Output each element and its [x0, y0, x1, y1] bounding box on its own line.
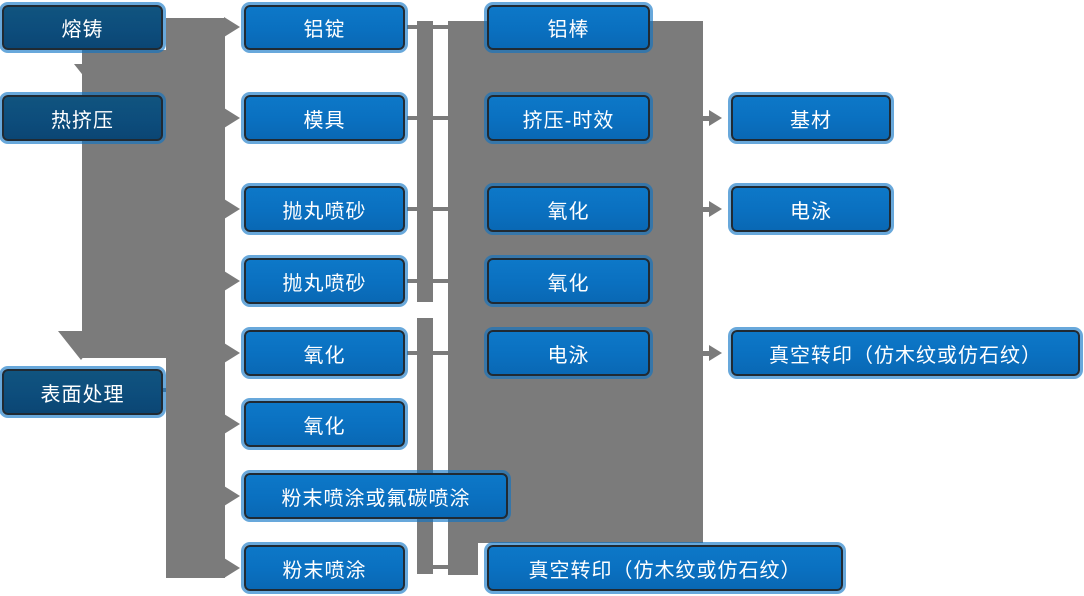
node-mold: 模具 — [244, 95, 405, 141]
col2-collector-top — [417, 21, 433, 302]
arrow-oxidation-to-electrophoresis-head — [709, 201, 722, 217]
collector-stub-row2 — [407, 116, 449, 120]
arrow-to-oxidation-1 — [224, 343, 240, 363]
arrow-to-powder-coating — [224, 558, 240, 578]
collector-stub-row4 — [407, 279, 449, 283]
arrow-electrophoresis-to-vacuum-transfer-head — [709, 345, 722, 361]
node-vacuum-transfer-bottom: 真空转印（仿木纹或仿石纹） — [487, 545, 843, 591]
arrow-electrophoresis-to-vacuum-transfer-shaft — [700, 351, 710, 356]
arrow-melt-to-hot-extrusion — [74, 64, 120, 93]
arrow-extrusion-aging-to-base-material-shaft — [700, 116, 710, 121]
node-shot-blasting-1: 抛丸喷砂 — [244, 186, 405, 232]
node-oxidation-3: 氧化 — [487, 186, 650, 232]
arrow-to-oxidation-2 — [224, 414, 240, 434]
col1-to-col2-bar — [166, 18, 225, 578]
collector-stub-row5 — [407, 351, 449, 355]
arrow-oxidation-to-electrophoresis-shaft — [700, 207, 710, 212]
node-aluminum-ingot: 铝锭 — [244, 5, 405, 50]
arrow-extrusion-aging-to-base-material-head — [709, 110, 722, 126]
node-shot-blasting-2: 抛丸喷砂 — [244, 258, 405, 304]
arrow-to-aluminum-ingot — [224, 17, 240, 37]
node-aluminum-rod: 铝棒 — [487, 5, 650, 50]
collector-stub-row1 — [407, 25, 449, 29]
arrow-to-shot-blasting-1 — [224, 199, 240, 219]
surface-treatment-stub — [158, 388, 176, 392]
node-oxidation-2: 氧化 — [244, 401, 405, 447]
node-base-material: 基材 — [731, 95, 891, 141]
arrow-to-mold — [224, 108, 240, 128]
collector-stub-row3 — [407, 207, 449, 211]
node-surface-treatment: 表面处理 — [2, 369, 163, 415]
col2-collector-bottom — [417, 318, 433, 574]
col3-panel-tail — [448, 543, 478, 575]
node-oxidation-4: 氧化 — [487, 258, 650, 304]
node-hot-extrusion: 热挤压 — [2, 95, 163, 141]
node-oxidation-1: 氧化 — [244, 330, 405, 376]
arrow-down-to-surface-treatment — [58, 331, 104, 360]
node-powder-or-fluorocarbon: 粉末喷涂或氟碳喷涂 — [244, 473, 508, 519]
arrow-to-shot-blasting-2 — [224, 271, 240, 291]
node-electrophoresis-1: 电泳 — [487, 330, 650, 376]
node-powder-coating: 粉末喷涂 — [244, 545, 405, 591]
node-electrophoresis-2: 电泳 — [731, 186, 891, 232]
node-vacuum-transfer-right: 真空转印（仿木纹或仿石纹） — [731, 330, 1080, 376]
arrow-to-powder-or-fluorocarbon — [224, 486, 240, 506]
node-melt-casting: 熔铸 — [2, 5, 163, 50]
node-extrusion-aging: 挤压-时效 — [487, 95, 650, 141]
